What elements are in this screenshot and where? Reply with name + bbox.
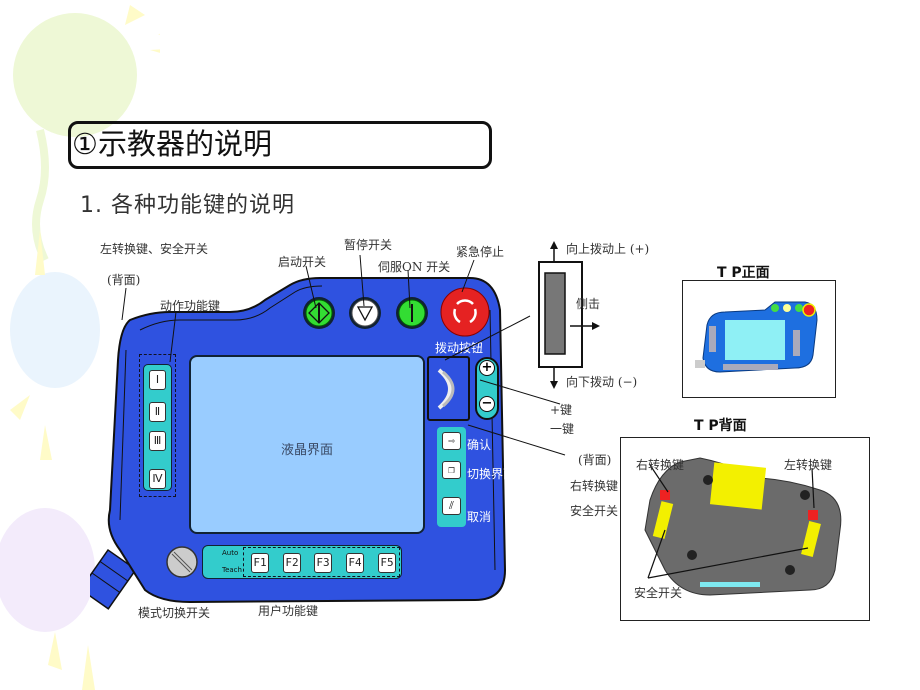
cancel-key-label: 取消 — [467, 510, 492, 524]
motion-key-4[interactable]: Ⅳ — [149, 469, 166, 489]
tp-back-safety-label: 安全开关 — [634, 586, 683, 600]
mode-switch-icon[interactable] — [166, 546, 198, 578]
function-keys-group — [243, 547, 400, 577]
callout-estop: 紧急停止 — [456, 245, 505, 259]
slide-subtitle: 1. 各种功能键的说明 — [80, 193, 295, 218]
tp-back-left-key-label: 左转换键 — [784, 458, 833, 472]
callout-left-switch: 左转换键、安全开关 — [100, 242, 209, 256]
confirm-key[interactable]: ⇨ — [442, 432, 461, 450]
servo-on-button-icon[interactable] — [395, 296, 429, 330]
motion-key-1[interactable]: Ⅰ — [149, 370, 166, 390]
callout-pause: 暂停开关 — [344, 238, 393, 252]
tp-front-title: T P正面 — [717, 265, 770, 281]
callout-motion-keys: 动作功能键 — [160, 299, 221, 313]
slide-title: ①示教器的说明 — [72, 127, 272, 161]
dial-label: 拨动按钮 — [435, 341, 484, 355]
switch-screen-key[interactable]: ❐ — [442, 461, 461, 479]
tp-front-photo — [695, 301, 818, 373]
function-key-f5[interactable]: F5 — [378, 553, 396, 573]
callout-right-back: (背面) — [578, 453, 612, 467]
emergency-stop-button-icon[interactable] — [440, 287, 490, 337]
callout-mode-switch: 模式切换开关 — [138, 606, 211, 620]
lcd-screen-label: 液晶界面 — [280, 443, 333, 458]
dial-up-label: 向上拨动上 (+) — [566, 242, 650, 256]
callout-right-switch: 右转换键 — [570, 479, 619, 493]
pause-button-icon[interactable] — [348, 296, 382, 330]
function-key-f1[interactable]: F1 — [251, 553, 269, 573]
confirm-key-label: 确认 — [467, 438, 492, 452]
mode-teach-label: Teach — [222, 566, 242, 574]
motion-key-2[interactable]: Ⅱ — [149, 402, 166, 422]
cancel-key[interactable]: ⫽ — [442, 497, 461, 515]
callout-user-keys: 用户功能键 — [258, 604, 319, 618]
callout-servo-on: 伺服ON 开关 — [378, 260, 451, 274]
minus-key[interactable]: − — [479, 396, 495, 412]
motion-keys-group — [139, 354, 176, 497]
dial-down-label: 向下拨动 (−) — [566, 375, 638, 389]
callout-safety-switch: 安全开关 — [570, 504, 619, 518]
tp-back-right-key-label: 右转换键 — [636, 458, 685, 472]
dial-operation-diagram — [538, 241, 600, 389]
mode-auto-label: Auto — [222, 549, 239, 557]
motion-key-3[interactable]: Ⅲ — [149, 431, 166, 451]
function-key-f2[interactable]: F2 — [283, 553, 301, 573]
callout-start: 启动开关 — [278, 255, 327, 269]
start-button-icon[interactable] — [302, 296, 336, 330]
callout-minus-key: 一键 — [550, 422, 575, 436]
tp-back-title: T P背面 — [694, 418, 747, 434]
plus-key[interactable]: + — [479, 360, 495, 376]
callout-left-switch-back: (背面) — [107, 273, 141, 287]
slide-title-frame — [68, 121, 492, 169]
lcd-screen: 液晶界面 — [189, 355, 425, 534]
callout-plus-key: +键 — [550, 403, 573, 417]
function-keys-panel — [202, 545, 402, 579]
function-key-f4[interactable]: F4 — [346, 553, 364, 573]
dial-side-label: 侧击 — [576, 297, 601, 311]
function-key-f3[interactable]: F3 — [314, 553, 332, 573]
switch-screen-key-label: 切换界面 — [467, 467, 516, 481]
jog-dial-icon[interactable] — [435, 366, 465, 412]
tp-back-photo — [644, 457, 842, 596]
